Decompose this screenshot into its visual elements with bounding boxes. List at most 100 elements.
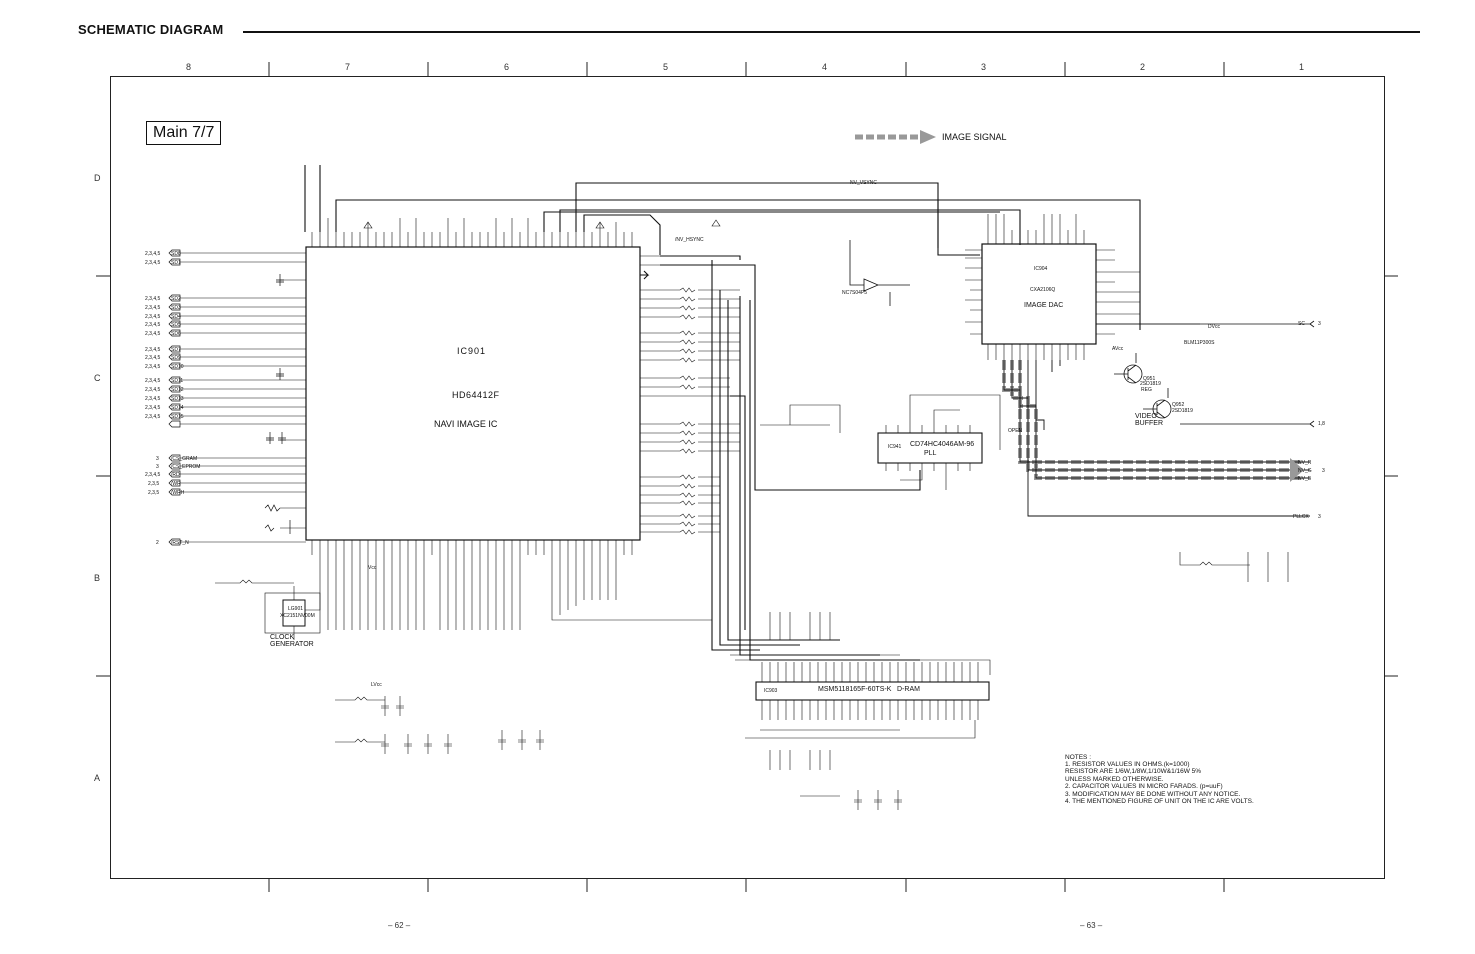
ic903-body bbox=[755, 681, 990, 701]
ic904-body bbox=[981, 243, 1097, 345]
bus-prefix: 2,3,4,5 bbox=[145, 378, 161, 384]
frame-ticks bbox=[96, 62, 1398, 892]
bus-signal: SD7 bbox=[171, 347, 181, 353]
left-passives bbox=[264, 274, 291, 534]
notes-heading: NOTES : bbox=[1065, 754, 1092, 761]
note-line: 2. CAPACITOR VALUES IN MICRO FARADS. (p=… bbox=[1065, 783, 1223, 791]
page-title: SCHEMATIC DIAGRAM bbox=[78, 22, 224, 37]
dvcc-label: DVcc bbox=[1208, 324, 1220, 330]
clock-gen-ref: LG901 bbox=[288, 606, 304, 612]
bus-prefix: 2,3,4,5 bbox=[145, 305, 161, 311]
bus-prefix: 2,3,4,5 bbox=[145, 396, 161, 402]
bus-prefix: 2,3,4,5 bbox=[145, 331, 161, 337]
bus-signal: SD13 bbox=[171, 396, 184, 402]
clock-gen-part: XC2151NV00M bbox=[280, 613, 315, 619]
grid-col-3: 3 bbox=[981, 62, 987, 72]
bus-signal: SD1 bbox=[171, 260, 181, 266]
grid-row-b: B bbox=[94, 573, 101, 583]
coil-label: BLM11P300S bbox=[1184, 340, 1215, 346]
bus-prefix: 2,3,4,5 bbox=[145, 260, 161, 266]
pllck-label: PLLCK bbox=[1293, 514, 1309, 520]
bus-prefix: 2,3,4,5 bbox=[145, 472, 161, 478]
bus-signal: SD6 bbox=[171, 331, 181, 337]
bus-prefix: 2,3,4,5 bbox=[145, 347, 161, 353]
bus-prefix: 2,3,4,5 bbox=[145, 314, 161, 320]
pll-part: CD74HC4046AM-96 bbox=[910, 441, 975, 448]
decoupling-caps bbox=[335, 552, 1289, 810]
rgb-arrow-head bbox=[1290, 458, 1304, 482]
grid-col-7: 7 bbox=[345, 62, 351, 72]
bus-signal: /CS_GRAM bbox=[171, 456, 198, 462]
ic901-body bbox=[305, 246, 641, 541]
bus-prefix: 2,3,4,5 bbox=[145, 364, 161, 370]
bus-prefix: 2,3,4,5 bbox=[145, 414, 161, 420]
bus-prefix: 2,3,4,5 bbox=[145, 355, 161, 361]
ic904-ref: IC904 bbox=[1034, 266, 1048, 272]
q952-part: 2SD1819 bbox=[1172, 408, 1193, 414]
nv-r-label: NV_R bbox=[1298, 460, 1312, 466]
bus-prefix: 3 bbox=[156, 464, 159, 470]
grid-col-6: 6 bbox=[504, 62, 510, 72]
bus-prefix: 2 bbox=[156, 540, 159, 546]
top-bus bbox=[304, 165, 1141, 330]
note-line: 3. MODIFICATION MAY BE DONE WITHOUT ANY … bbox=[1065, 790, 1241, 798]
ic904-pins bbox=[965, 214, 1200, 360]
grid-col-5: 5 bbox=[663, 62, 669, 72]
sheet-label: Main 7/7 bbox=[146, 121, 222, 145]
ic901-pins bbox=[180, 232, 730, 555]
bus-signal: SD2 bbox=[171, 296, 181, 302]
nv-vsync-label: NV_VSYNC bbox=[850, 180, 877, 186]
q952-ref: Q952 bbox=[1172, 402, 1185, 408]
top-stubs bbox=[327, 218, 721, 232]
nv-hsync-label: /NV_HSYNC bbox=[675, 237, 704, 243]
left-ports bbox=[168, 249, 181, 546]
title-rule bbox=[243, 31, 1420, 33]
sc-output-line bbox=[1096, 320, 1315, 328]
bus-signal: SD15 bbox=[171, 414, 184, 420]
pll-ref: IC941 bbox=[888, 444, 902, 450]
grid-row-c: C bbox=[94, 373, 101, 383]
bus-signal: SD4 bbox=[171, 314, 181, 320]
transistors bbox=[1114, 353, 1315, 428]
bus-signal: /CS_EPROM bbox=[171, 464, 201, 470]
vcc-label: Vcc bbox=[368, 565, 377, 571]
bus-prefix: 3 bbox=[156, 456, 159, 462]
bus-signal: SD14 bbox=[171, 405, 184, 411]
ic901-ref: IC901 bbox=[457, 346, 487, 356]
ic901-part: HD64412F bbox=[452, 390, 500, 400]
bus-signal: /RD bbox=[171, 472, 180, 478]
grid-row-d: D bbox=[94, 173, 101, 183]
out1-page: 1,8 bbox=[1318, 421, 1325, 427]
rgb-signal-lines bbox=[1003, 360, 1310, 517]
bus-prefix: 2,3,5 bbox=[148, 490, 160, 496]
resistor-arrays bbox=[679, 287, 740, 535]
bus-prefix: 2,3,4,5 bbox=[145, 405, 161, 411]
ic903-pins bbox=[730, 612, 991, 770]
lvcc-label: LVcc bbox=[371, 682, 382, 688]
clock-gen-name-2: GENERATOR bbox=[270, 641, 314, 648]
grid-col-8: 8 bbox=[186, 62, 192, 72]
schematic-frame bbox=[110, 76, 1385, 879]
q951-name: REG bbox=[1141, 387, 1152, 393]
rgb-page: 3 bbox=[1322, 468, 1325, 474]
pll-body bbox=[877, 432, 983, 464]
note-line: UNLESS MARKED OTHERWISE. bbox=[1065, 775, 1164, 783]
osc-part-label: NC7S04P5 bbox=[842, 290, 868, 296]
note-line: 4. THE MENTIONED FIGURE OF UNIT ON THE I… bbox=[1065, 798, 1254, 806]
bus-prefix: 2,3,4,5 bbox=[145, 322, 161, 328]
q951-part: 2SD1819 bbox=[1140, 381, 1161, 387]
note-line: RESISTOR ARE 1/6W,1/8W,1/10W&1/16W 5% bbox=[1065, 768, 1202, 776]
clock-gen-name-1: CLOCK bbox=[270, 634, 295, 641]
nv-b-label: NV_B bbox=[1298, 476, 1312, 482]
ic903-name: D-RAM bbox=[897, 686, 920, 693]
bus-signal: /WR bbox=[171, 481, 181, 487]
pll-pins bbox=[760, 394, 1001, 490]
bus-signal: SD8 bbox=[171, 251, 181, 257]
ic904-part: CXA2106Q bbox=[1030, 287, 1056, 293]
open-label: OPEN bbox=[1008, 428, 1023, 434]
pll-name: PLL bbox=[924, 450, 937, 457]
bus-prefix: 2,3,5 bbox=[148, 481, 160, 487]
clock-gen-wiring bbox=[215, 555, 321, 640]
nv-g-label: NV_G bbox=[1298, 468, 1312, 474]
